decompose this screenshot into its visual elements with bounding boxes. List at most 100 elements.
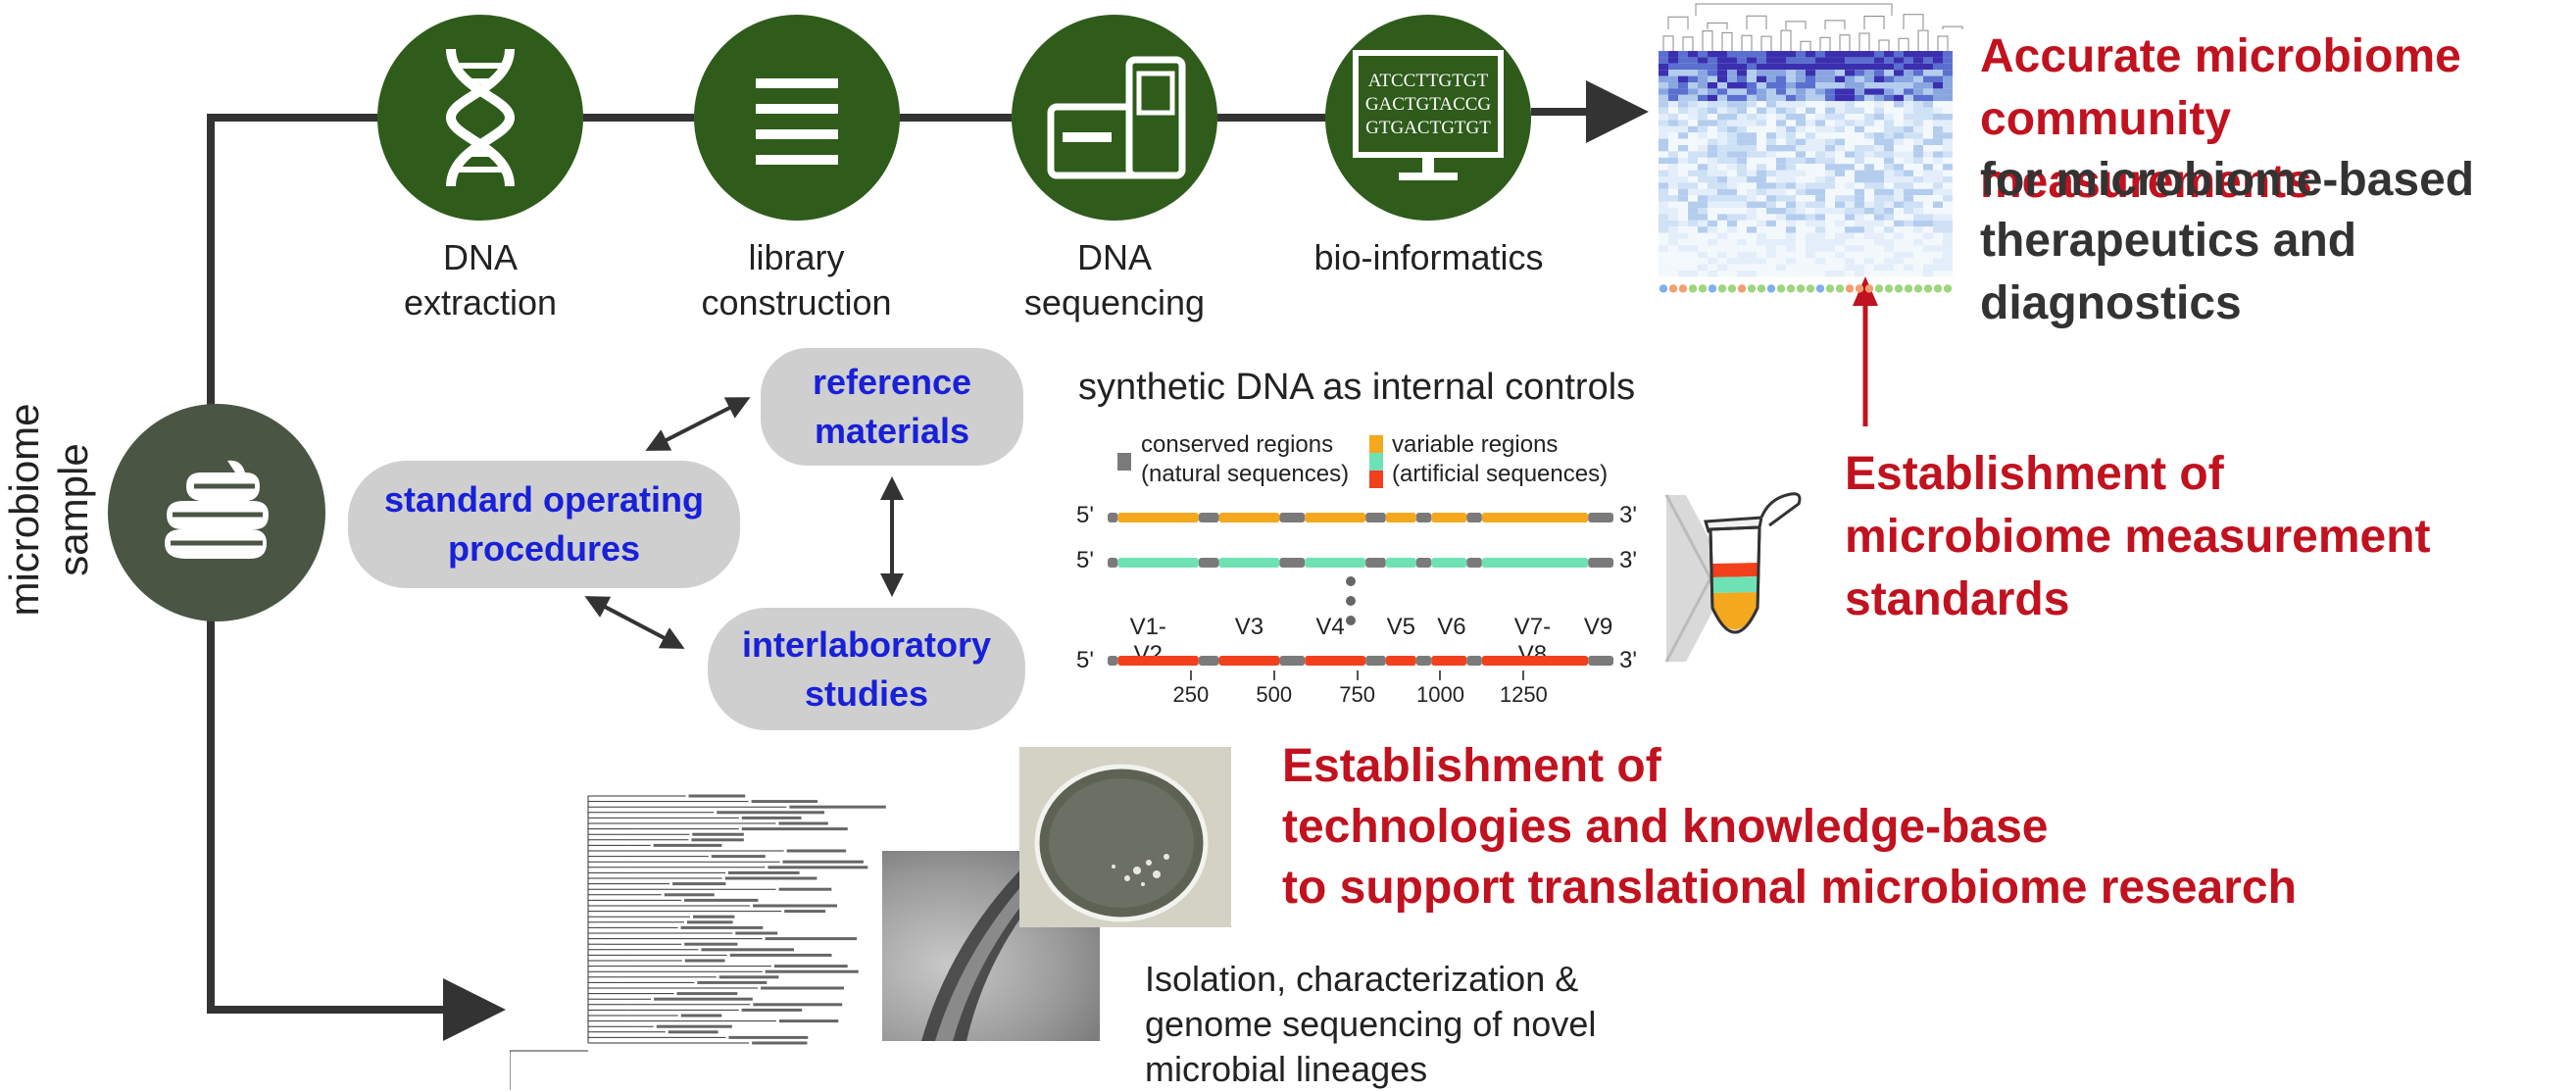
heatmap-cell [1913, 70, 1923, 76]
sample-group-dot [1678, 284, 1688, 293]
heatmap-cell [1678, 75, 1688, 82]
heatmap-cell [1766, 145, 1776, 152]
heatmap-cell [1815, 94, 1825, 102]
heatmap-cell [1766, 201, 1776, 208]
heatmap-cell [1727, 125, 1737, 133]
dendrogram-branch [1662, 35, 1674, 51]
heatmap-cell [1933, 157, 1943, 165]
heatmap-cell [1933, 88, 1943, 95]
heatmap-cell [1894, 114, 1904, 121]
heatmap-cell [1698, 51, 1708, 58]
heatmap-cell [1874, 226, 1884, 233]
heatmap-cell [1717, 164, 1727, 171]
heatmap-cell [1717, 94, 1727, 102]
heatmap-cell [1874, 63, 1884, 71]
tree-taxon-label [701, 948, 795, 952]
heatmap-cell [1786, 125, 1796, 133]
heatmap-cell [1659, 264, 1668, 271]
heatmap-cell [1864, 195, 1874, 202]
heatmap-cell [1913, 145, 1923, 152]
heatmap-cell [1864, 245, 1874, 252]
heatmap-cell [1904, 188, 1913, 196]
heatmap-cell [1835, 170, 1845, 176]
heatmap-cell [1757, 120, 1766, 126]
heatmap-cell [1668, 120, 1678, 126]
heatmap-cell [1835, 251, 1845, 259]
variable-segment [1481, 513, 1589, 522]
heatmap-cell [1659, 271, 1668, 277]
heatmap-cell [1825, 239, 1835, 246]
heatmap-cell [1864, 57, 1874, 64]
heatmap-cell [1884, 51, 1894, 58]
heatmap-cell [1678, 120, 1688, 126]
heatmap-cell [1943, 107, 1953, 114]
heatmap-cell [1855, 157, 1864, 165]
heatmap-cell [1835, 138, 1845, 145]
heatmap-cell [1894, 208, 1904, 215]
heatmap-cell [1806, 70, 1815, 76]
sample-group-dot [1933, 284, 1943, 293]
heatmap-cell [1943, 114, 1953, 121]
heatmap-cell [1835, 232, 1845, 239]
heatmap-cell [1776, 182, 1786, 189]
heatmap-cell [1864, 88, 1874, 95]
heatmap-cell [1825, 151, 1835, 158]
heatmap-cell [1933, 176, 1943, 183]
heatmap-cell [1786, 226, 1796, 233]
heatmap-cell [1678, 251, 1688, 259]
heatmap-cell [1825, 75, 1835, 82]
heatmap-cell [1668, 145, 1678, 152]
tree-taxon-label [761, 986, 845, 990]
heatmap-cell [1923, 70, 1933, 76]
heatmap-cell [1825, 264, 1835, 271]
heatmap-cell [1668, 94, 1678, 102]
heatmap-cell [1717, 188, 1727, 196]
variable-segment [1385, 558, 1416, 568]
heatmap-cell [1913, 245, 1923, 252]
heatmap-cell [1904, 164, 1913, 171]
heatmap-cell [1668, 132, 1678, 139]
heatmap-cell [1904, 120, 1913, 126]
heatmap-cell [1874, 201, 1884, 208]
heatmap-cell [1884, 170, 1894, 176]
heatmap-cell [1943, 188, 1953, 196]
heatmap-cell [1825, 176, 1835, 183]
heatmap-cell [1835, 214, 1845, 221]
heatmap-cell [1806, 176, 1815, 183]
heatmap-cell [1757, 164, 1766, 171]
tree-taxon-label [765, 937, 858, 941]
heatmap-cell [1737, 258, 1747, 265]
heatmap-cell [1747, 170, 1757, 176]
tree-taxon-label [768, 866, 868, 869]
heatmap-cell [1678, 176, 1688, 183]
heatmap-cell [1786, 57, 1796, 64]
heatmap-cell [1913, 201, 1923, 208]
tree-taxon-label [692, 832, 744, 836]
heatmap-cell [1698, 188, 1708, 196]
heatmap-cell [1913, 151, 1923, 158]
heatmap-cell [1923, 82, 1933, 89]
step-label-dna-sequencing: DNA sequencing [987, 235, 1242, 325]
heatmap-cell [1766, 264, 1776, 271]
heatmap-cell [1708, 114, 1717, 121]
sample-group-dot [1786, 284, 1796, 293]
heatmap-cell [1659, 75, 1668, 82]
heatmap-cell [1708, 151, 1717, 158]
heatmap-cell [1855, 226, 1864, 233]
heatmap-cell [1815, 132, 1825, 139]
heatmap-cell [1747, 151, 1757, 158]
heatmap-cell [1884, 132, 1894, 139]
heatmap-cell [1884, 264, 1894, 271]
heatmap-cell [1923, 170, 1933, 176]
heatmap-cell [1825, 195, 1835, 202]
heatmap-cell [1757, 232, 1766, 239]
heatmap-cell [1874, 208, 1884, 215]
heatmap-cell [1668, 82, 1678, 89]
dendrogram-branch [1917, 29, 1929, 51]
heatmap-cell [1904, 51, 1913, 58]
heatmap-cell [1855, 214, 1864, 221]
heatmap-cell [1894, 157, 1904, 165]
heatmap-cell [1884, 195, 1894, 202]
sample-group-dot [1825, 284, 1835, 293]
heatmap-cell [1904, 75, 1913, 82]
